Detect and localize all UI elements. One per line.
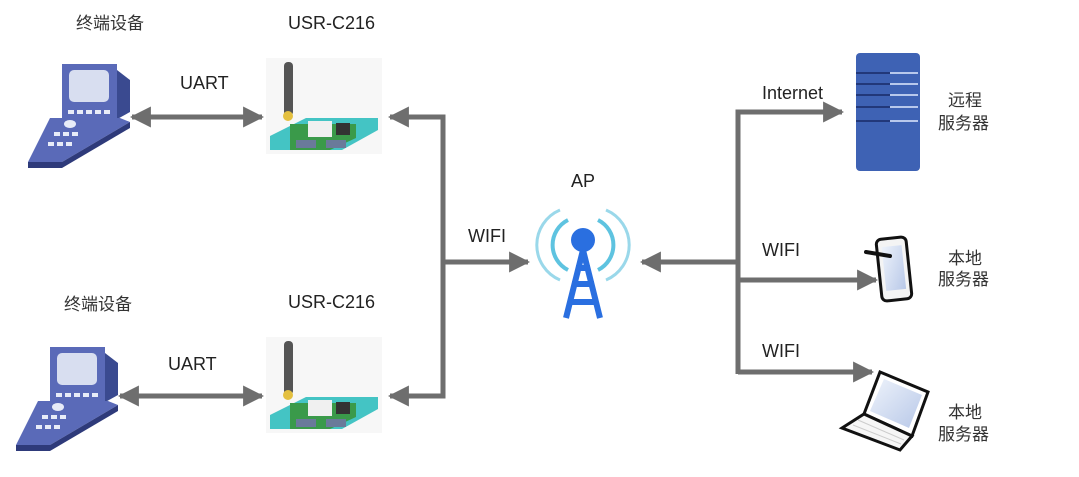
wifi-label-modules: WIFI [468,226,506,246]
internet-label: Internet [762,83,823,103]
laptop-server-label-2: 服务器 [938,425,989,445]
wifi-label-laptop: WIFI [762,341,800,361]
laptop-server-label-1: 本地 [948,403,982,423]
remote-server-label-1: 远程 [948,91,982,111]
tablet-icon [864,235,914,303]
wifi-module-bottom: USR-C216 [266,292,382,433]
wifi-module-icon [266,337,382,433]
tablet-server-label-1: 本地 [948,249,982,269]
handheld-terminal-icon [16,347,118,451]
terminal-device-top: 终端设备 [28,14,144,168]
access-point: AP [535,171,631,319]
ap-right-links: Internet WIFI WIFI [639,83,879,383]
remote-server-label-2: 服务器 [938,114,989,134]
wifi-bus-line [387,106,446,407]
terminal-device-bottom: 终端设备 [16,295,132,451]
module-label-bottom: USR-C216 [288,292,375,312]
local-server-tablet: 本地 服务器 [864,235,989,303]
wifi-module-top: USR-C216 [266,13,382,154]
laptop-icon [838,370,930,452]
local-server-laptop: 本地 服务器 [838,370,989,452]
remote-server: 远程 服务器 [856,53,989,171]
uart-label-top: UART [180,73,229,93]
module-label-top: USR-C216 [288,13,375,33]
ap-tower-icon [535,208,631,319]
wifi-module-icon [266,58,382,154]
uart-link-top: UART [129,73,265,128]
terminal-label-top: 终端设备 [76,14,144,34]
ap-label: AP [571,171,595,191]
wifi-link-modules-ap: WIFI [387,106,531,407]
terminal-label-bottom: 终端设备 [64,295,132,315]
uart-label-bottom: UART [168,354,217,374]
uart-link-bottom: UART [117,354,265,407]
internet-arrow [735,101,845,374]
wifi-label-tablet: WIFI [762,240,800,260]
tablet-server-label-2: 服务器 [938,270,989,290]
server-rack-icon [856,53,920,171]
handheld-terminal-icon [28,64,130,168]
